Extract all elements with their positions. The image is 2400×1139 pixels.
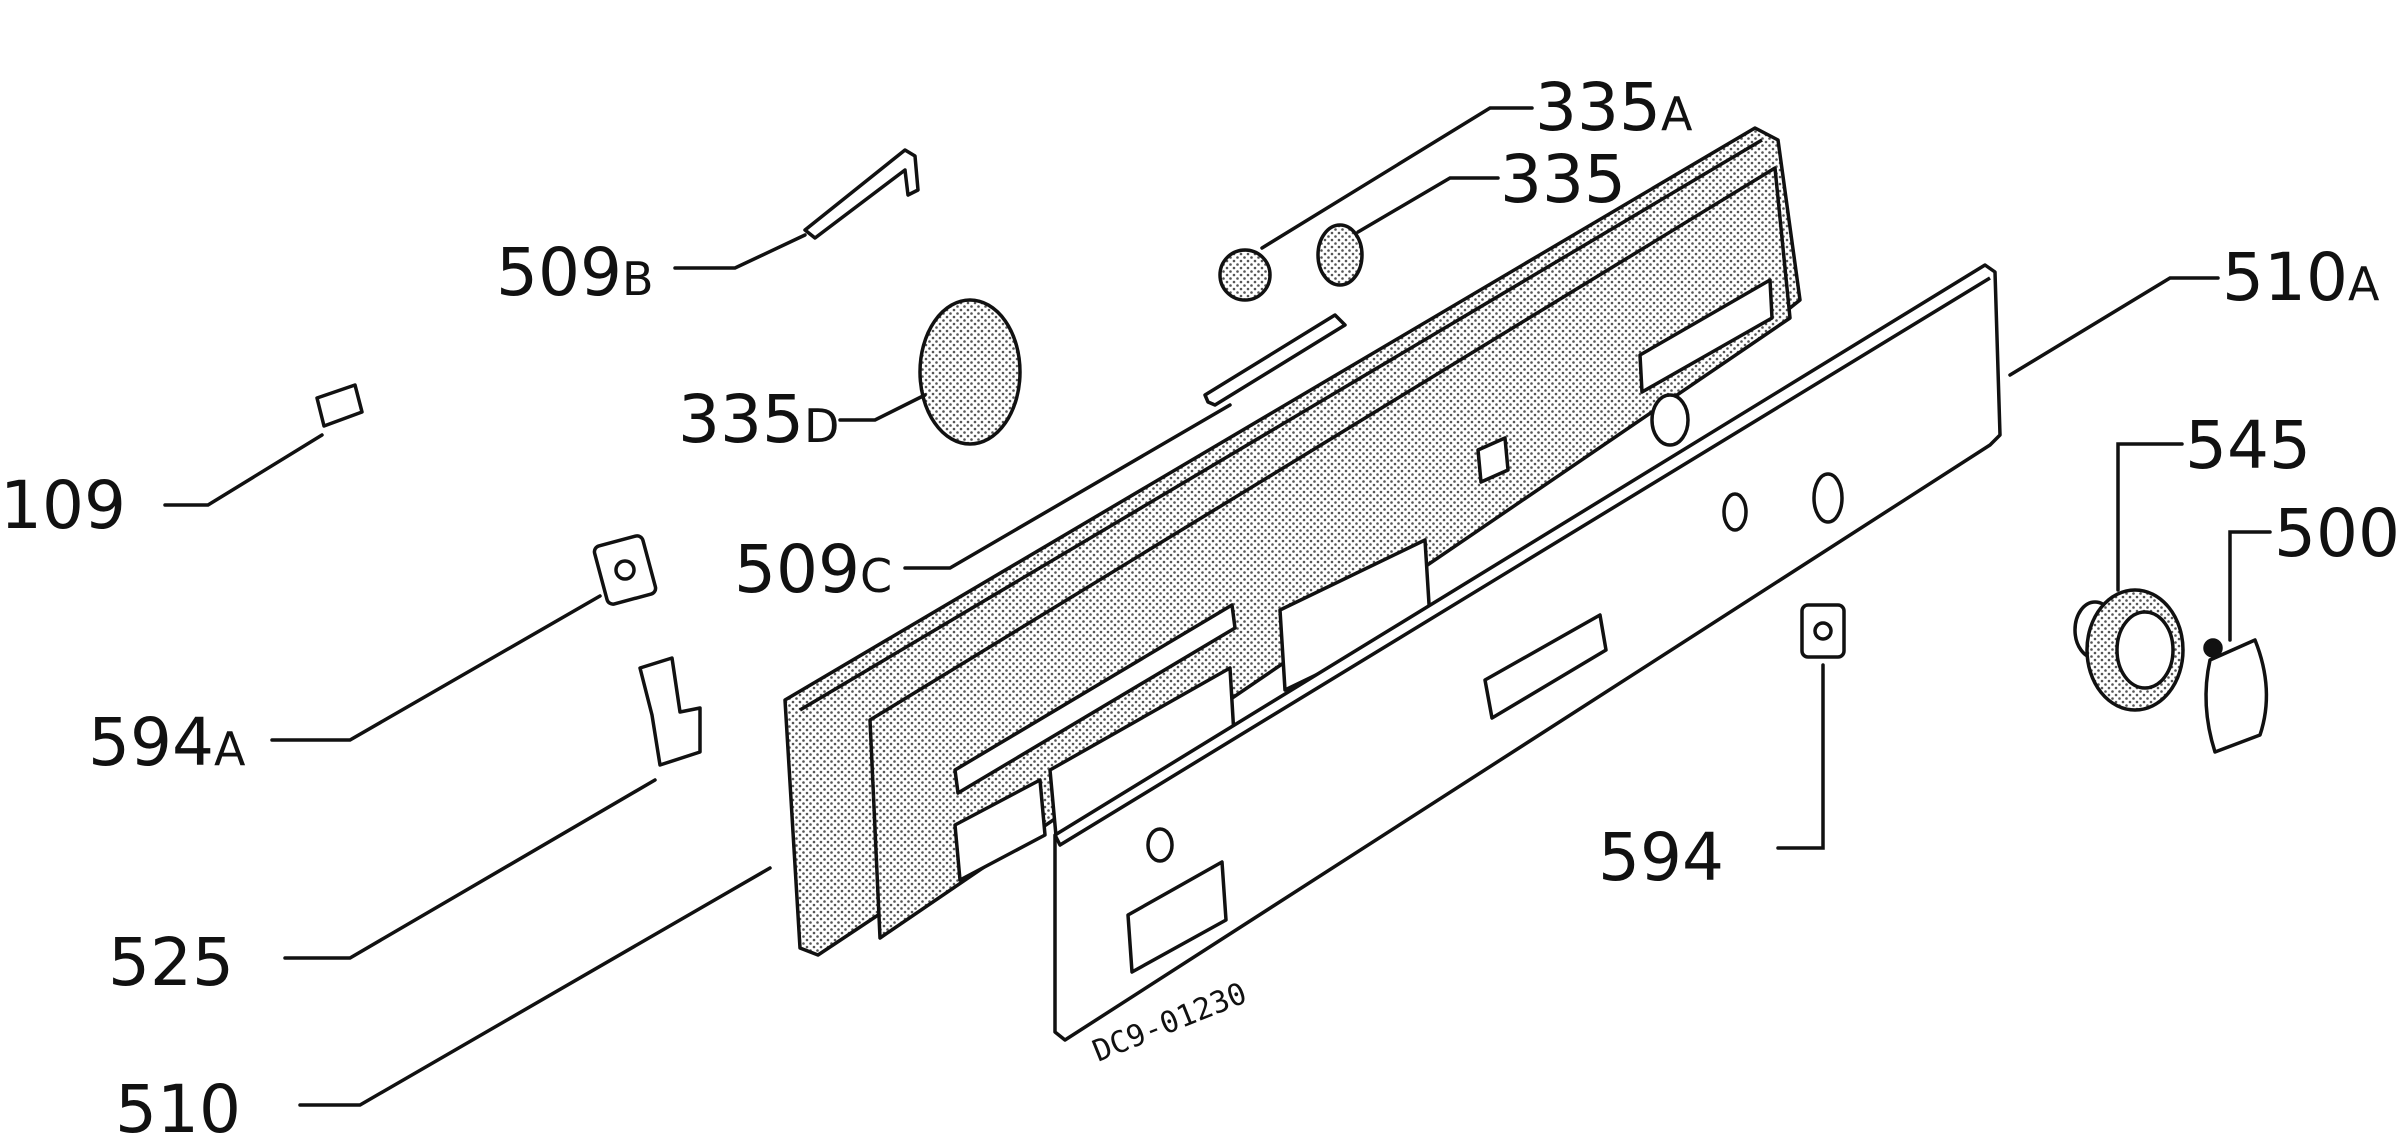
leader-525 (283, 778, 657, 960)
fascia-hole-right-1 (1722, 492, 1748, 532)
bushing-594-hole (1813, 621, 1833, 641)
housing-lower-slot (953, 778, 1047, 882)
label-509c: 509C (734, 531, 892, 608)
part-labels: 109 509B 335D 509C 594A 525 510 335A 335… (0, 69, 2400, 1139)
leader-lines (163, 106, 2272, 1107)
fascia-hole-left (1146, 827, 1174, 863)
disc-335d (918, 298, 1022, 446)
leader-500 (2228, 530, 2272, 642)
knob-545 (2073, 588, 2185, 712)
leader-594 (1776, 663, 1825, 850)
leader-335 (1356, 176, 1500, 234)
label-335: 335 (1500, 141, 1626, 218)
leader-509b (673, 233, 807, 270)
label-109: 109 (0, 467, 126, 544)
cap-500 (2204, 638, 2269, 754)
leader-335a (1260, 106, 1534, 250)
fascia-window-left (1126, 860, 1228, 974)
leader-509c (903, 403, 1232, 570)
housing-round-hole (1650, 393, 1690, 447)
label-509b: 509B (496, 234, 654, 311)
housing-display-window (1638, 278, 1774, 394)
label-525: 525 (108, 924, 234, 1001)
cap-500-pin (2203, 638, 2223, 658)
fascia-window-mid (1483, 613, 1608, 720)
wheel-335 (1316, 223, 1364, 287)
fascia-hole-right-2 (1812, 472, 1844, 524)
leader-510a (2008, 276, 2220, 377)
leader-594a (270, 594, 602, 742)
leader-109 (163, 433, 324, 507)
housing-top-ridge (799, 138, 1763, 712)
leader-545 (2116, 442, 2184, 592)
fascia-plate (1053, 263, 2002, 1042)
label-545: 545 (2185, 407, 2311, 484)
label-594a: 594A (88, 704, 246, 781)
label-335a: 335A (1535, 69, 1693, 146)
housing-slot-1 (953, 603, 1237, 795)
leader-510 (298, 866, 772, 1107)
fascia-top-edge (1053, 276, 1991, 847)
leader-335d (838, 393, 927, 422)
button-109 (315, 383, 364, 428)
lever-509c (1203, 313, 1347, 407)
label-510: 510 (115, 1071, 241, 1139)
gear-335a (1218, 248, 1272, 302)
label-500: 500 (2274, 495, 2400, 572)
knob-545-face (2115, 610, 2175, 690)
control-panel-housing (783, 126, 1802, 957)
bushing-594a-hole (614, 559, 636, 581)
latch-525 (638, 656, 702, 767)
label-594: 594 (1598, 819, 1724, 896)
housing-square-hole (1476, 436, 1510, 484)
label-510a: 510A (2222, 239, 2380, 316)
label-335d: 335D (678, 381, 839, 458)
spring-clip-509b (803, 148, 920, 240)
